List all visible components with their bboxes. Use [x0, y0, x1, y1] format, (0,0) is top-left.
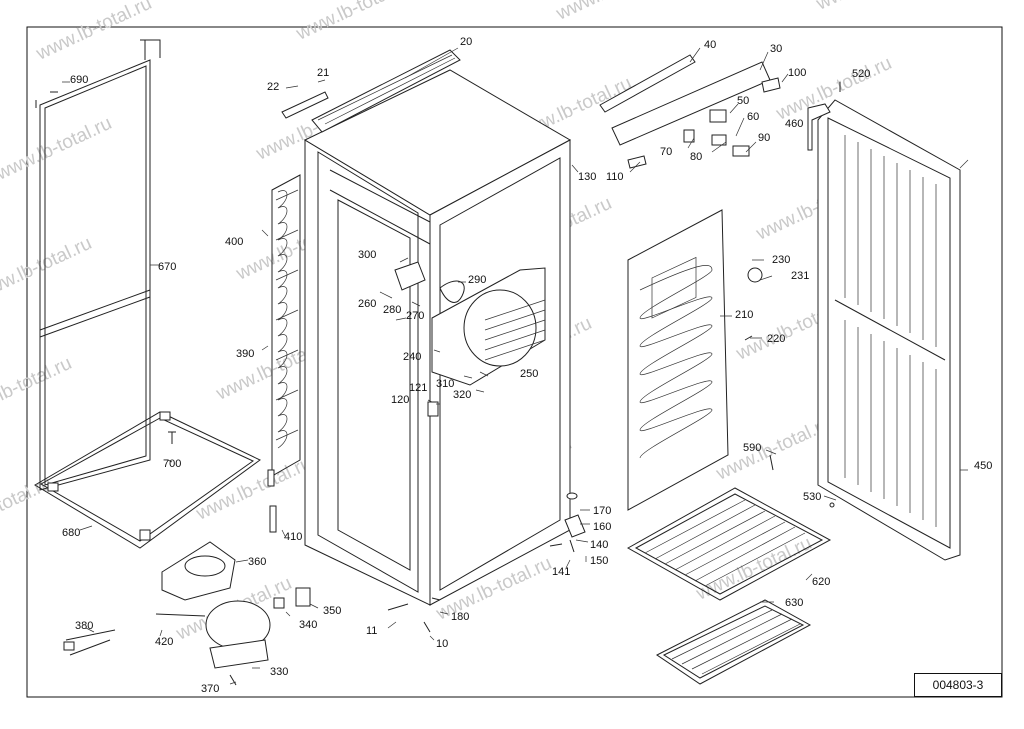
- part-label-420: 420: [155, 636, 173, 648]
- part-label-40: 40: [704, 39, 716, 51]
- part-label-70: 70: [660, 146, 672, 158]
- part-label-230: 230: [772, 254, 790, 266]
- part-label-90: 90: [758, 132, 770, 144]
- part-label-410: 410: [284, 531, 302, 543]
- part-label-22: 22: [267, 81, 279, 93]
- drawing-border: [26, 26, 1003, 698]
- part-label-330: 330: [270, 666, 288, 678]
- watermark-text: www.lb-total.ru: [292, 0, 415, 45]
- part-label-380: 380: [75, 620, 93, 632]
- part-label-140: 140: [590, 539, 608, 551]
- part-label-620: 620: [812, 576, 830, 588]
- drawing-id-label: 004803-3: [914, 673, 1002, 697]
- part-label-280: 280: [383, 304, 401, 316]
- part-label-110: 110: [606, 171, 624, 183]
- part-label-121: 121: [409, 382, 427, 394]
- back-panel-part: [627, 209, 729, 511]
- watermark-text: www.lb-total.ru: [32, 0, 155, 65]
- wire-frame-part: [34, 39, 261, 549]
- part-label-460: 460: [785, 118, 803, 130]
- part-label-240: 240: [403, 351, 421, 363]
- watermark-text: www.lb-total.ru: [0, 473, 55, 545]
- part-label-20: 20: [460, 36, 472, 48]
- part-label-50: 50: [737, 95, 749, 107]
- part-label-530: 530: [803, 491, 821, 503]
- part-number-labels: 20 21 22 30 40 50 60 70 80 90 100 110 12…: [62, 36, 992, 695]
- part-label-310: 310: [436, 378, 454, 390]
- shelf-lower-part: [656, 599, 812, 685]
- part-label-400: 400: [225, 236, 243, 248]
- part-label-290: 290: [468, 274, 486, 286]
- hinge-parts: [549, 82, 841, 553]
- part-label-10: 10: [436, 638, 448, 650]
- part-label-210: 210: [735, 309, 753, 321]
- part-label-141: 141: [552, 566, 570, 578]
- part-label-30: 30: [770, 43, 782, 55]
- part-label-100: 100: [788, 67, 806, 79]
- watermark-text: www.lb-total.ru: [712, 413, 835, 485]
- watermark-text: www.lb-total.ru: [0, 233, 95, 305]
- cabinet-body-part: [281, 49, 572, 606]
- shelf-upper-part: [626, 487, 832, 601]
- part-label-680: 680: [62, 527, 80, 539]
- watermark-text: www.lb-total.ru: [192, 453, 315, 525]
- part-label-700: 700: [163, 458, 181, 470]
- part-label-360: 360: [248, 556, 266, 568]
- part-label-670: 670: [158, 261, 176, 273]
- part-label-150: 150: [590, 555, 608, 567]
- watermark-text: www.lb-total.ru: [0, 353, 75, 425]
- part-label-590: 590: [743, 442, 761, 454]
- part-label-320: 320: [453, 389, 471, 401]
- part-label-21: 21: [317, 67, 329, 79]
- watermark-text: www.lb-total.ru: [552, 0, 675, 25]
- part-label-370: 370: [201, 683, 219, 695]
- leader-lines: [62, 47, 969, 685]
- fan-assembly-part: [394, 261, 546, 417]
- part-label-250: 250: [520, 368, 538, 380]
- part-label-350: 350: [323, 605, 341, 617]
- watermark-text: www.lb-total.ru: [0, 113, 115, 185]
- part-label-120: 120: [391, 394, 409, 406]
- part-label-11: 11: [366, 625, 377, 637]
- part-label-170: 170: [593, 505, 611, 517]
- part-label-270: 270: [406, 310, 424, 322]
- part-label-520: 520: [852, 68, 870, 80]
- part-label-80: 80: [690, 151, 702, 163]
- part-label-220: 220: [767, 333, 785, 345]
- part-label-390: 390: [236, 348, 254, 360]
- part-label-630: 630: [785, 597, 803, 609]
- part-label-260: 260: [358, 298, 376, 310]
- part-label-300: 300: [358, 249, 376, 261]
- part-label-231: 231: [791, 270, 809, 282]
- part-label-130: 130: [578, 171, 596, 183]
- compressor-part: [63, 541, 441, 686]
- part-label-60: 60: [747, 111, 759, 123]
- door-part: [807, 99, 961, 561]
- condenser-part: [267, 174, 301, 533]
- watermark-text: www.lb-total.ru: [692, 533, 815, 605]
- part-label-450: 450: [974, 460, 992, 472]
- part-label-340: 340: [299, 619, 317, 631]
- watermark-text: www.lb-total.ru: [812, 0, 935, 15]
- part-label-180: 180: [451, 611, 469, 623]
- control-panel-part: [599, 54, 781, 169]
- part-label-690: 690: [70, 74, 88, 86]
- part-label-160: 160: [593, 521, 611, 533]
